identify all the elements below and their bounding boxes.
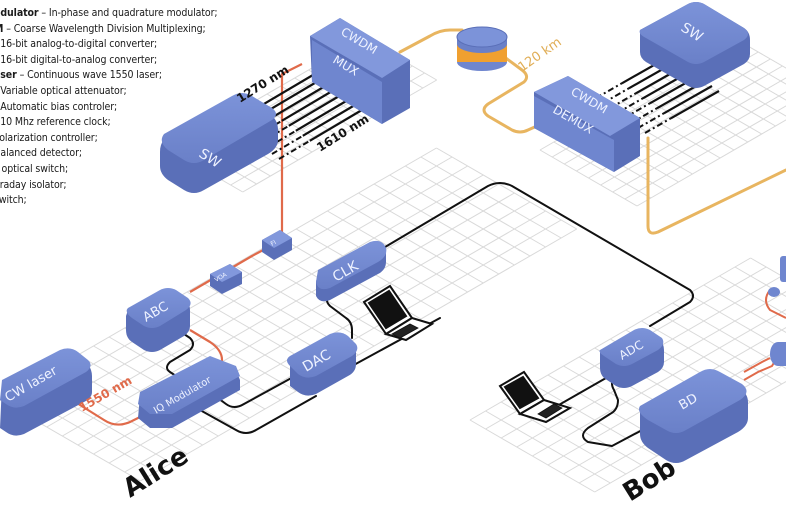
fiber-link xyxy=(398,28,786,235)
legend-line-pc: Polarization controller; xyxy=(0,131,98,144)
laptop-alice-icon xyxy=(362,284,435,342)
grid-line xyxy=(405,165,546,248)
legend-line-optical-switch: – optical switch; xyxy=(0,162,69,175)
fiber-length-label: 120 km xyxy=(516,35,565,75)
grid-line xyxy=(636,119,786,207)
grid-line xyxy=(46,174,484,428)
fiber-channel xyxy=(281,86,340,122)
grid-line xyxy=(734,266,786,298)
legend-line-clk: - 10 Mhz reference clock; xyxy=(0,116,111,129)
grid-line xyxy=(612,91,786,193)
polarization-controller-partial xyxy=(768,256,786,366)
fiber-spool-icon xyxy=(456,26,508,71)
grid-line xyxy=(420,156,562,239)
legend-line-voa: - Variable optical attenuator; xyxy=(0,84,127,97)
fiber-channel xyxy=(288,91,347,127)
grid-line xyxy=(342,201,484,284)
bd[interactable]: BD xyxy=(639,369,748,463)
electrical-cables xyxy=(166,182,694,447)
grid-line xyxy=(373,183,515,266)
fiber-channel-dashed xyxy=(271,134,304,155)
cw-laser[interactable]: CW laser xyxy=(0,348,92,436)
legend-line-dac: - 16-bit digital-to-analog converter; xyxy=(0,53,158,66)
legend-line-cw-laser: aser – Continuous wave 1550 laser; xyxy=(0,69,162,82)
legend-line-switch: switch; xyxy=(0,194,27,207)
fiber-channel xyxy=(295,96,354,132)
dac[interactable]: DAC xyxy=(287,332,358,396)
grid-line xyxy=(436,147,578,230)
fiber-channel xyxy=(302,101,361,137)
fiber-channel xyxy=(663,85,713,115)
legend: odulator – In-phase and quadrature modul… xyxy=(0,6,218,209)
sw-bob[interactable]: SW xyxy=(639,2,750,88)
fiber-channel-dashed xyxy=(644,117,672,134)
grid-line xyxy=(327,210,468,293)
grid-line xyxy=(233,264,375,347)
legend-line-faraday-isolator: araday isolator; xyxy=(0,178,67,191)
fiber-channel xyxy=(670,90,720,120)
grid-line xyxy=(30,165,468,419)
fi-label: FI xyxy=(270,239,278,248)
sw-alice[interactable]: SW xyxy=(160,93,278,193)
fiber-channel-dashed xyxy=(278,139,311,160)
clk[interactable]: CLK xyxy=(316,240,387,302)
iq-modulator[interactable]: IQ Modulator xyxy=(138,356,240,428)
abc[interactable]: ABC xyxy=(126,288,191,352)
legend-line-bd: Balanced detector; xyxy=(0,147,82,160)
alice-label: Alice xyxy=(118,441,194,504)
grid-line xyxy=(140,228,578,482)
adc[interactable]: ADC xyxy=(599,328,665,388)
legend-line-cwdm: M – Coarse Wavelength Division Multiplex… xyxy=(0,22,206,35)
grid-line xyxy=(532,308,786,457)
grid-line xyxy=(600,77,786,186)
legend-line-adc: - 16-bit analog-to-digital converter; xyxy=(0,38,158,51)
laptop-bob-icon xyxy=(498,370,573,424)
legend-line-iq-modulator: odulator – In-phase and quadrature modul… xyxy=(0,7,218,19)
cwdm-demux[interactable]: CWDM DEMUX xyxy=(534,76,640,172)
grid-line xyxy=(624,105,786,200)
grid-line xyxy=(62,183,500,437)
faraday-isolator[interactable]: FI xyxy=(262,230,292,260)
legend-line-abc: - Automatic bias controler; xyxy=(0,100,118,113)
grid-line xyxy=(171,300,313,383)
grid-line xyxy=(672,302,786,370)
fiber-channel xyxy=(260,71,319,107)
cwdm-mux[interactable]: CWDM MUX xyxy=(310,18,410,124)
grid-line xyxy=(389,174,531,257)
grid-line xyxy=(358,192,500,275)
grid-line xyxy=(750,257,786,280)
fiber-channel xyxy=(309,106,368,142)
fiber-channel-dashed xyxy=(637,112,665,129)
voa[interactable]: VOA xyxy=(210,264,242,294)
